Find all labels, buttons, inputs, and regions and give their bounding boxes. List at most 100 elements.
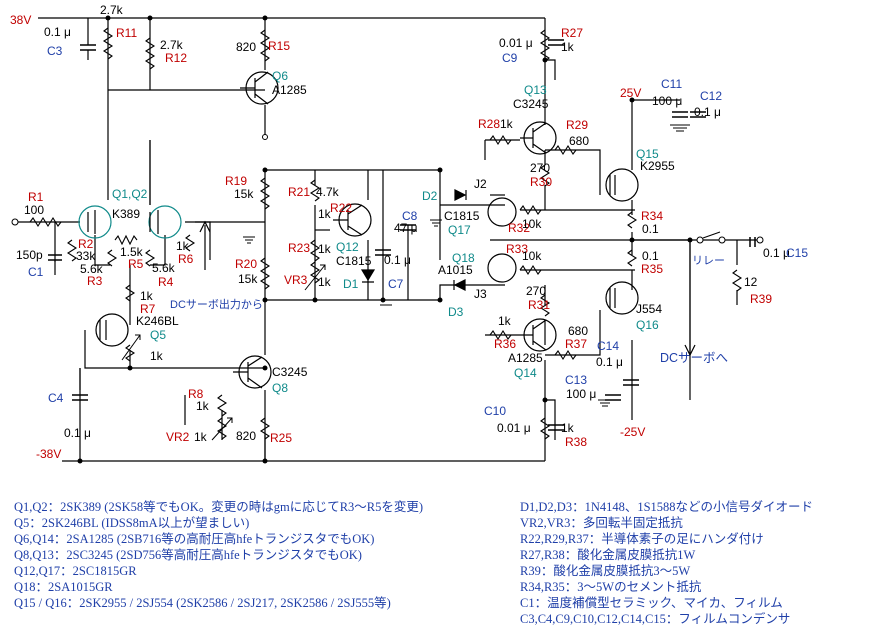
c13-ref: C13 bbox=[565, 373, 587, 387]
note-left-1: Q5：2SK246BL (IDSS8mA以上が望ましい) bbox=[14, 515, 249, 530]
c13-value: 100 μ bbox=[566, 387, 596, 401]
r30-value: 270 bbox=[530, 161, 550, 175]
q1-q2-ref: Q1,Q2 bbox=[112, 187, 148, 201]
d1-ref: D1 bbox=[343, 277, 359, 291]
dc-servo-arrows bbox=[199, 220, 696, 357]
q17-symbol bbox=[487, 197, 517, 227]
note-left-0: Q1,Q2：2SK389 (2SK58等でもOK。変更の時はgmに応じてR3～R… bbox=[14, 499, 423, 514]
r5-value: 1.5k bbox=[120, 245, 144, 259]
r4-ref: R4 bbox=[158, 275, 174, 289]
r31-body bbox=[539, 294, 551, 317]
r3-value: 5.6k bbox=[80, 262, 104, 276]
vr3-value: 1k bbox=[318, 275, 332, 289]
r39-body bbox=[731, 269, 743, 292]
q15-symbol bbox=[605, 168, 639, 202]
note-right-7: C3,C4,C9,C10,C12,C14,C15：フィルムコンデンサ bbox=[520, 611, 790, 626]
r22-value: 1k bbox=[318, 207, 332, 221]
parts-notes-left: Q1,Q2：2SK389 (2SK58等でもOK。変更の時はgmに応じてR3～R… bbox=[14, 499, 423, 610]
vr3-ref: VR3 bbox=[284, 273, 308, 287]
r3-body bbox=[107, 249, 118, 267]
r12-ref: R12 bbox=[165, 51, 187, 65]
r25-body bbox=[259, 417, 271, 440]
c8-symbol bbox=[400, 224, 416, 231]
r25-value: 820 bbox=[236, 429, 256, 443]
q5-symbol bbox=[95, 313, 129, 347]
q13-part: C3245 bbox=[513, 97, 549, 111]
diodes bbox=[360, 189, 467, 291]
r34-value: 0.1 bbox=[642, 222, 659, 236]
q14-part: A1285 bbox=[508, 351, 543, 365]
vr2-value: 1k bbox=[194, 430, 208, 444]
r2-value: 33k bbox=[76, 249, 96, 263]
r15-value: 820 bbox=[236, 40, 256, 54]
d3-ref: D3 bbox=[448, 305, 464, 319]
relay-symbol bbox=[696, 231, 764, 244]
r38-ref: R38 bbox=[565, 435, 587, 449]
c4-value: 0.1 μ bbox=[64, 426, 91, 440]
r31-ref: R31 bbox=[528, 298, 550, 312]
r36-ref: R36 bbox=[494, 337, 516, 351]
note-right-0: D1,D2,D3：1N4148、1S1588などの小信号ダイオード bbox=[520, 499, 813, 514]
d2-symbol bbox=[454, 189, 467, 201]
c10-ref: C10 bbox=[484, 404, 506, 418]
c10-symbol bbox=[548, 424, 564, 431]
c12-value: 0.1 μ bbox=[694, 105, 721, 119]
component-labels: 38V -38V 25V -25V 2.7k R11 2.7k R12 820 … bbox=[10, 3, 808, 461]
rail-pos38: 38V bbox=[10, 13, 31, 27]
r29-body bbox=[554, 144, 577, 156]
c3-ref: C3 bbox=[47, 44, 63, 58]
r39-value: 12 bbox=[744, 275, 758, 289]
q17-part: C1815 bbox=[444, 209, 480, 223]
note-left-5: Q18：2SA1015GR bbox=[14, 580, 113, 594]
r20-ref: R20 bbox=[235, 257, 257, 271]
c14-ref: C14 bbox=[597, 339, 619, 353]
r23-value: 1k bbox=[318, 242, 332, 256]
rail-neg38: -38V bbox=[36, 447, 61, 461]
d3-symbol bbox=[453, 279, 466, 291]
q8-part: C3245 bbox=[272, 365, 308, 379]
note-right-4: R39：酸化金属皮膜抵抗3～5W bbox=[520, 563, 690, 578]
r32-body bbox=[519, 204, 542, 216]
note-right-1: VR2,VR3：多回転半固定抵抗 bbox=[520, 515, 683, 530]
note-right-6: C1：温度補償型セラミック、マイカ、フィルム bbox=[520, 595, 783, 610]
q15-ref: Q15 bbox=[636, 147, 659, 161]
r33-ref: R33 bbox=[506, 242, 528, 256]
c9-ref: C9 bbox=[502, 51, 518, 65]
junction-dots bbox=[77, 15, 693, 464]
r6-ref: R6 bbox=[178, 252, 194, 266]
capacitors bbox=[48, 39, 756, 431]
c14-value: 0.1 μ bbox=[596, 355, 623, 369]
r37-ref: R37 bbox=[565, 337, 587, 351]
r37-body bbox=[554, 349, 577, 361]
r8-body bbox=[216, 394, 228, 417]
q13-ref: Q13 bbox=[524, 83, 547, 97]
r19-value: 15k bbox=[234, 187, 254, 201]
r4-body bbox=[145, 249, 156, 267]
note-right-3: R27,R38：酸化金属皮膜抵抗1W bbox=[520, 547, 696, 562]
q17-ref: Q17 bbox=[448, 223, 471, 237]
r1-body bbox=[29, 216, 62, 228]
r5-ref: R5 bbox=[128, 257, 144, 271]
r7-body bbox=[125, 284, 136, 302]
r15-body bbox=[259, 29, 271, 62]
note-right-5: R34,R35：3～5Wのセメント抵抗 bbox=[520, 579, 702, 594]
r23-body bbox=[309, 239, 321, 262]
c11-symbol bbox=[672, 111, 688, 118]
r31-value: 270 bbox=[526, 284, 546, 298]
r36-body bbox=[489, 329, 512, 341]
r15-ref: R15 bbox=[268, 39, 290, 53]
transistors bbox=[78, 71, 639, 389]
r11-ref: R11 bbox=[116, 26, 137, 40]
r33-value: 10k bbox=[522, 249, 542, 263]
r20-value: 15k bbox=[238, 272, 258, 286]
r8-ref: R8 bbox=[188, 387, 204, 401]
c1-value: 150p bbox=[16, 248, 43, 262]
r11-body bbox=[102, 27, 114, 60]
relay-label: リレー bbox=[692, 255, 725, 267]
r2-body bbox=[66, 239, 78, 262]
r32-ref: R32 bbox=[508, 221, 530, 235]
q1-symbol bbox=[78, 205, 112, 239]
r35-body bbox=[627, 249, 638, 267]
